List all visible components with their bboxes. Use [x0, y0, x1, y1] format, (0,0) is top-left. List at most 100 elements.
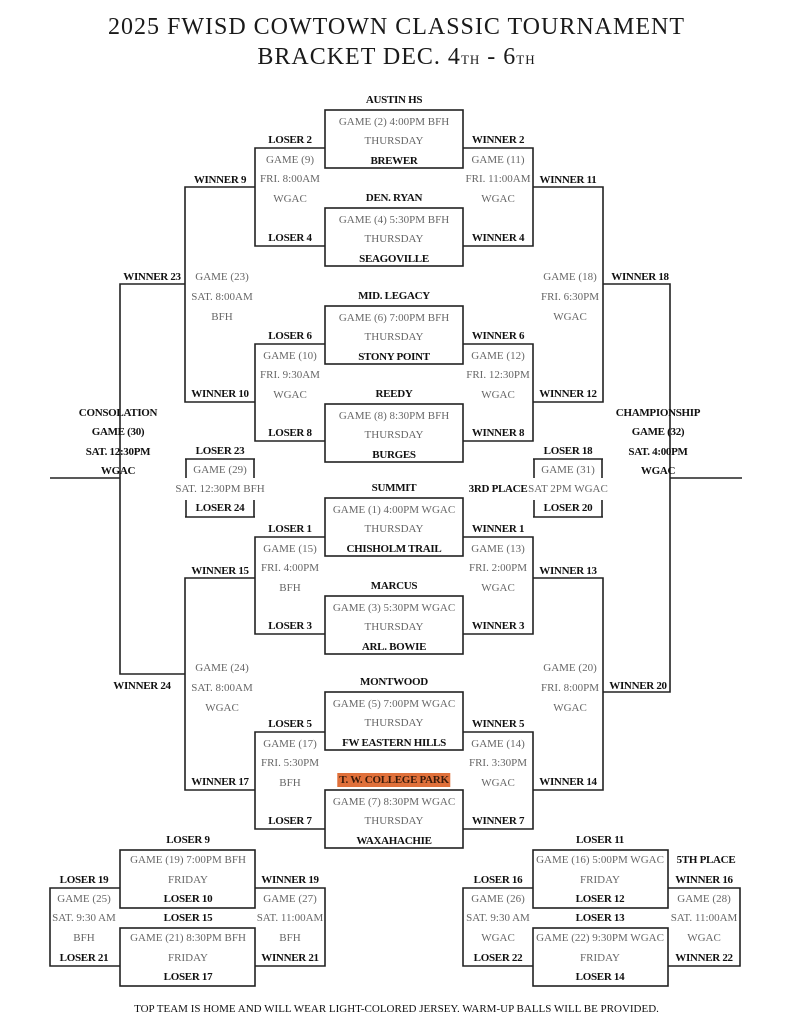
game-time: FRI. 8:00AM: [260, 173, 320, 185]
game-time: SAT. 12:30PM BFH: [175, 483, 265, 495]
slot-bottom: LOSER 21: [59, 952, 109, 964]
game-info: GAME (21) 8:30PM BFH: [130, 932, 246, 944]
slot-bottom: LOSER 22: [473, 952, 523, 964]
team-name-top: AUSTIN HS: [365, 94, 423, 106]
game-day: THURSDAY: [364, 429, 424, 441]
slot-bottom: WINNER 7: [471, 815, 525, 827]
team-name-top: SUMMIT: [371, 482, 417, 494]
championship-label: CHAMPIONSHIP: [615, 407, 701, 419]
slot-bottom: WINNER 17: [191, 776, 249, 788]
slot-top: LOSER 18: [543, 445, 593, 457]
game-site: BFH: [279, 777, 301, 789]
game-time: FRI. 2:00PM: [468, 562, 528, 574]
consolation-time: SAT. 12:30PM: [85, 446, 151, 458]
game-time: SAT. 11:00AM: [670, 912, 738, 924]
game-info: GAME (6) 7:00PM BFH: [338, 312, 450, 324]
game-site: WGAC: [481, 777, 515, 789]
title-line-1: 2025 FWISD COWTOWN CLASSIC TOURNAMENT: [107, 14, 686, 40]
slot-bottom: WINNER 4: [471, 232, 525, 244]
game-time: SAT. 11:00AM: [256, 912, 324, 924]
slot-top: LOSER 13: [575, 912, 625, 924]
game-number: GAME (17): [263, 738, 317, 750]
advance-label: WINNER 24: [113, 680, 171, 692]
team-name-top: REEDY: [375, 388, 413, 400]
title-suffix-2: TH: [516, 52, 536, 67]
game-info: GAME (16) 5:00PM WGAC: [536, 854, 664, 866]
slot-bottom: WINNER 21: [261, 952, 319, 964]
slot-bottom: LOSER 17: [163, 971, 213, 983]
advance-label: WINNER 18: [611, 271, 669, 283]
game-time: SAT. 9:30 AM: [52, 912, 116, 924]
game-number: GAME (12): [471, 350, 525, 362]
team-name-bottom: CHISHOLM TRAIL: [346, 543, 442, 555]
consolation-game: GAME (30): [91, 426, 145, 438]
team-name-bottom: WAXAHACHIE: [356, 835, 432, 847]
game-time: FRI. 3:30PM: [468, 757, 528, 769]
game-info: GAME (5) 7:00PM WGAC: [332, 698, 456, 710]
team-name-top: MID. LEGACY: [358, 290, 430, 302]
team-name-top: MARCUS: [370, 580, 418, 592]
team-name-top: MONTWOOD: [360, 676, 428, 688]
slot-top: WINNER 6: [471, 330, 525, 342]
slot-top: WINNER 2: [471, 134, 525, 146]
consolation-label: CONSOLATION: [78, 407, 158, 419]
slot-bottom: WINNER 22: [675, 952, 733, 964]
game-site: BFH: [279, 582, 301, 594]
slot-top: WINNER 15: [191, 565, 249, 577]
slot-bottom: LOSER 12: [575, 893, 625, 905]
game-time: SAT. 8:00AM: [191, 291, 253, 303]
game-day: FRIDAY: [580, 874, 620, 886]
title-suffix-1: TH: [460, 52, 481, 67]
game-site: WGAC: [687, 932, 721, 944]
game-site: WGAC: [553, 702, 587, 714]
slot-top: LOSER 19: [59, 874, 109, 886]
game-site: WGAC: [205, 702, 239, 714]
slot-bottom: WINNER 12: [539, 388, 597, 400]
game-site: BFH: [279, 932, 301, 944]
team-name-bottom: BREWER: [370, 155, 418, 167]
game-site: WGAC: [273, 389, 307, 401]
game-info: GAME (7) 8:30PM WGAC: [332, 796, 456, 808]
title-dates-end: - 6: [480, 44, 517, 70]
game-day: THURSDAY: [364, 717, 424, 729]
game-number: GAME (15): [263, 543, 317, 555]
game-number: GAME (14): [471, 738, 525, 750]
team-name-top: DEN. RYAN: [365, 192, 423, 204]
game-time: FRI. 12:30PM: [466, 369, 530, 381]
slot-bottom: LOSER 20: [543, 502, 593, 514]
championship-game: GAME (32): [631, 426, 685, 438]
team-name-bottom: STONY POINT: [358, 351, 430, 363]
game-day: FRIDAY: [168, 952, 208, 964]
game-site: WGAC: [481, 193, 515, 205]
game-number: GAME (20): [543, 662, 597, 674]
game-info: GAME (1) 4:00PM WGAC: [332, 504, 456, 516]
game-number: GAME (28): [677, 893, 731, 905]
slot-top: WINNER 9: [193, 174, 247, 186]
slot-top: WINNER 19: [261, 874, 319, 886]
team-name-bottom: FW EASTERN HILLS: [342, 737, 446, 749]
game-info: GAME (8) 8:30PM BFH: [338, 410, 450, 422]
slot-bottom: LOSER 24: [195, 502, 245, 514]
game-day: THURSDAY: [364, 621, 424, 633]
game-site: WGAC: [481, 582, 515, 594]
team-name-bottom: BURGES: [372, 449, 416, 461]
game-number: GAME (26): [471, 893, 525, 905]
game-number: GAME (27): [263, 893, 317, 905]
slot-bottom: WINNER 8: [471, 427, 525, 439]
fifth-place-label: 5TH PLACE: [676, 854, 736, 866]
game-site: BFH: [211, 311, 233, 323]
game-day: FRIDAY: [580, 952, 620, 964]
game-time: FRI. 9:30AM: [260, 369, 320, 381]
slot-top: LOSER 16: [473, 874, 523, 886]
slot-bottom: LOSER 8: [268, 427, 312, 439]
game-time: FRI. 4:00PM: [260, 562, 320, 574]
advance-label: WINNER 23: [123, 271, 181, 283]
consolation-site: WGAC: [100, 465, 136, 477]
title-line-2: BRACKET DEC. 4TH - 6TH: [0, 44, 793, 71]
slot-top: WINNER 1: [471, 523, 525, 535]
game-info: GAME (4) 5:30PM BFH: [338, 214, 450, 226]
advance-label: WINNER 20: [609, 680, 667, 692]
slot-top: LOSER 11: [575, 834, 625, 846]
slot-bottom: WINNER 10: [191, 388, 249, 400]
